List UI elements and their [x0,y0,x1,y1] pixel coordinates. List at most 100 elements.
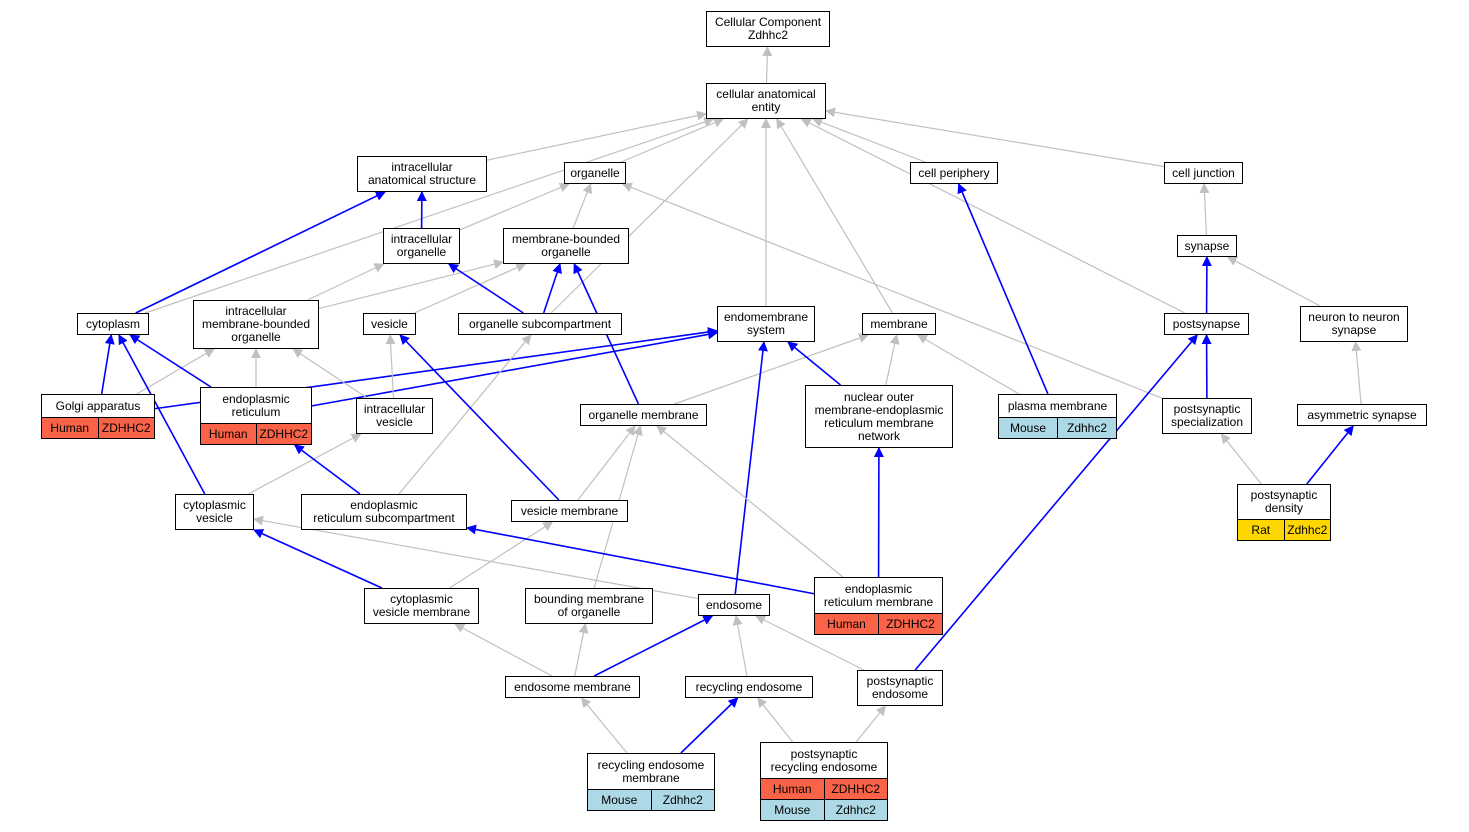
species-cell: Human [208,427,248,441]
node-nuclear-outer-membrane-er-network[interactable]: nuclear outer membrane-endoplasmic retic… [805,385,953,448]
node-vesicle[interactable]: vesicle [363,313,416,335]
node-label: cytoplasmic vesicle membrane [372,592,471,619]
node-cytoplasmic-vesicle-membrane[interactable]: cytoplasmic vesicle membrane [364,588,479,624]
node-postsynapse[interactable]: postsynapse [1164,313,1249,335]
node-label: endosome [705,597,763,612]
node-label: cellular anatomical entity [716,87,816,114]
node-label: postsynapse [1172,316,1241,331]
node-label: cell junction [1172,165,1235,180]
node-label: plasma membrane [1007,398,1108,413]
node-root[interactable]: Cellular Component Zdhhc2 [706,11,830,47]
edge-cae-to-root [762,46,773,84]
edge-imbo-to-mbo [318,259,504,310]
edge-er-to-endomem [311,329,718,407]
species-cell: Mouse [1009,421,1047,435]
edge-intorg-to-organelle [459,182,570,231]
species-cell: Human [827,617,866,631]
node-bounding-membrane-of-organelle[interactable]: bounding membrane of organelle [525,588,653,624]
node-organelle[interactable]: organelle [564,162,626,184]
edge-ermem-to-orgmem [656,425,844,578]
node-neuron-to-neuron-synapse[interactable]: neuron to neuron synapse [1300,306,1408,342]
node-endomembrane-system[interactable]: endomembrane system [717,306,815,342]
node-postsynaptic-specialization[interactable]: postsynaptic specialization [1162,398,1252,434]
node-intracellular-vesicle[interactable]: intracellular vesicle [356,398,433,434]
edge-psre-to-psendo [855,705,886,743]
node-cytoplasm[interactable]: cytoplasm [77,313,149,335]
node-recycling-endosome[interactable]: recycling endosome [685,676,813,698]
node-intracellular-membrane-bounded-organelle[interactable]: intracellular membrane-bounded organelle [193,300,319,349]
gene-cell: ZDHHC2 [97,418,155,438]
edge-orgsub-to-mbo [542,263,562,314]
node-label: intracellular membrane-bounded organelle [201,304,311,344]
edge-ermem-to-ersub [466,524,815,595]
edge-psd-to-pss [1220,433,1262,485]
node-label: Golgi apparatus [55,398,141,413]
node-label: neuron to neuron synapse [1308,310,1400,337]
edge-synapse-to-celljunc [1199,183,1210,236]
gene-cell: Zdhhc2 [650,790,715,810]
node-label: intracellular vesicle [363,402,426,429]
edge-rem-to-endomemb [580,697,628,754]
node-membrane-bounded-organelle[interactable]: membrane-bounded organelle [503,228,629,264]
species-cell: Rat [1251,523,1271,537]
edge-cytoves-to-cytoplasm [118,334,206,495]
edge-vesmem-to-orgmem [577,425,636,501]
species-cell: Human [772,782,812,796]
edge-orgsub-to-cae [550,118,749,314]
edge-nomer-to-membrane [885,334,900,386]
node-vesicle-membrane[interactable]: vesicle membrane [511,500,628,522]
edge-recendo-to-endosome [732,615,748,677]
node-cell-junction[interactable]: cell junction [1164,162,1243,184]
edge-plasmamem-to-membrane [916,334,1020,395]
node-cellular-anatomical-entity[interactable]: cellular anatomical entity [706,83,826,119]
node-intracellular-anatomical-structure[interactable]: intracellular anatomical structure [357,156,487,192]
node-label: bounding membrane of organelle [533,592,645,619]
node-label: membrane-bounded organelle [511,232,621,259]
node-label: endoplasmic reticulum [222,391,290,419]
node-label: intracellular anatomical structure [367,160,477,187]
node-label: vesicle [371,316,408,331]
node-label: endoplasmic reticulum membrane [823,581,934,609]
node-label: endomembrane system [723,310,809,337]
edge-pss-to-organelle [621,182,1163,399]
edge-mbo-to-organelle [572,183,592,229]
node-organelle-membrane[interactable]: organelle membrane [580,404,707,426]
edge-vesmem-to-vesicle [399,334,560,501]
node-label: Cellular Component Zdhhc2 [714,15,822,42]
node-endosome[interactable]: endosome [698,594,770,616]
edge-endomemb-to-cvm [454,623,553,677]
node-organelle-subcompartment[interactable]: organelle subcompartment [458,313,622,335]
edge-asymsyn-to-n2n [1351,341,1362,405]
node-er-subcompartment[interactable]: endoplasmic reticulum subcompartment [301,494,467,530]
node-cell-periphery[interactable]: cell periphery [910,162,998,184]
edge-orgmem-to-membrane [674,333,870,405]
node-membrane[interactable]: membrane [862,313,936,335]
node-label: recycling endosome [695,679,803,694]
edge-postsynapse-to-cae [800,118,1186,314]
edge-celljunc-to-cae [825,107,1165,168]
node-label: synapse [1184,238,1230,253]
node-asymmetric-synapse[interactable]: asymmetric synapse [1297,404,1427,426]
node-synapse[interactable]: synapse [1177,235,1237,257]
node-label: cytoplasm [85,316,141,331]
edge-ias-to-cae [486,110,707,161]
edge-psre-to-recendo [757,697,794,743]
node-intracellular-organelle[interactable]: intracellular organelle [383,228,460,264]
edge-imbo-to-intorg [307,263,385,301]
edge-orgsub-to-intorg [448,263,524,314]
node-postsynaptic-endosome[interactable]: postsynaptic endosome [857,670,943,706]
node-cytoplasmic-vesicle[interactable]: cytoplasmic vesicle [175,494,254,530]
node-endosome-membrane[interactable]: endosome membrane [505,676,640,698]
